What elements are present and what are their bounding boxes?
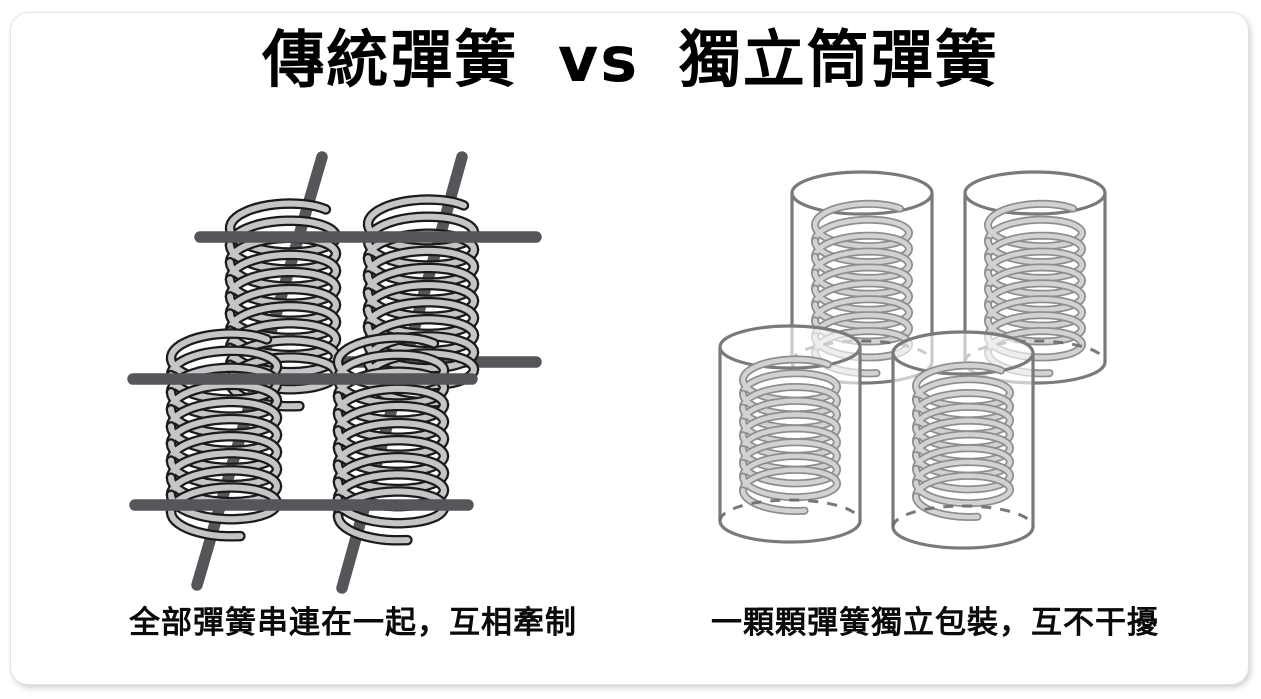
traditional-springs-illustration: [127, 151, 542, 594]
page-title: 傳統彈簧 vs 獨立筒彈簧: [262, 23, 999, 96]
left-caption: 全部彈簧串連在一起，互相牽制: [129, 605, 577, 641]
right-caption: 一顆顆彈簧獨立包裝，互不干擾: [711, 605, 1159, 641]
pocket-springs-illustration: [718, 170, 1107, 550]
